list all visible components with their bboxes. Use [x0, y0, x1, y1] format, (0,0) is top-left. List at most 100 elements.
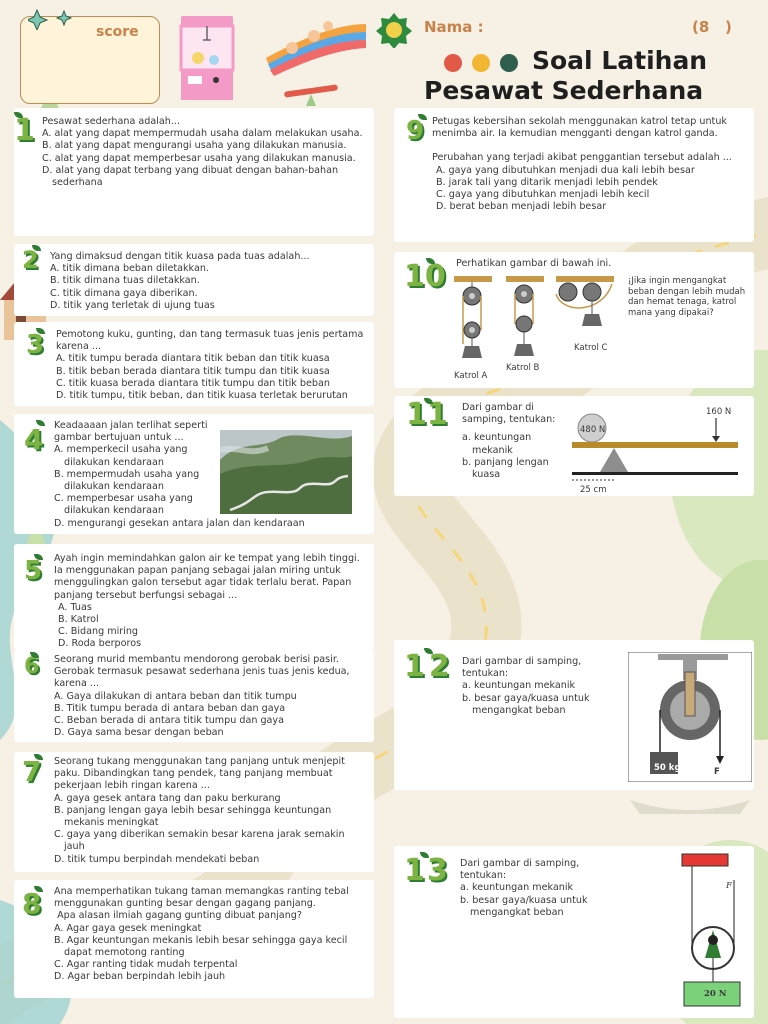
question-number-9: 9	[406, 116, 425, 146]
page-title-line1: Soal Latihan	[532, 46, 708, 75]
question-13: Dari gambar di samping, tentukan: a. keu…	[460, 858, 610, 919]
question-number-5: 5	[24, 556, 43, 586]
pulley-load-label: 50 kg	[654, 763, 681, 773]
question-card-7	[14, 752, 374, 872]
question-stem: Dari gambar di samping, tentukan:	[460, 858, 580, 882]
option-c[interactable]: C. gaya yang diberikan semakin besar kar…	[54, 829, 345, 853]
page-title-line2: Pesawat Sederhana	[424, 76, 704, 105]
option-c[interactable]: C. Bidang miring	[58, 626, 139, 638]
pulley-force-label: F	[714, 767, 720, 777]
question-stem-2: Apa alasan ilmiah gagang gunting dibuat …	[54, 910, 302, 922]
option-a[interactable]: A. gaya yang dibutuhkan menjadi dua kali…	[436, 164, 695, 176]
option-b[interactable]: b. besar gaya/kuasa untuk mengangkat beb…	[462, 692, 590, 716]
question-7: Seorang tukang menggunakan tang panjang …	[54, 756, 368, 866]
question-stem: Pesawat sederhana adalah...	[42, 116, 181, 127]
score-box	[20, 16, 160, 104]
question-stem: Keadaaaan jalan terlihat seperti gambar …	[54, 420, 208, 444]
option-d[interactable]: D. mengurangi gesekan antara jalan dan k…	[54, 517, 305, 529]
question-8: Ana memperhatikan tukang taman memangkas…	[54, 886, 368, 984]
pulley-label-a: Katrol A	[454, 371, 488, 381]
option-c[interactable]: C. titik kuasa berada diantara titik tum…	[56, 377, 330, 389]
option-b[interactable]: b. panjang lengan kuasa	[462, 456, 549, 481]
score-label: score	[96, 24, 139, 40]
question-1: Pesawat sederhana adalah... A. alat yang…	[42, 116, 368, 189]
option-b[interactable]: B. alat yang dapat mengurangi usaha yang…	[42, 140, 347, 152]
option-a[interactable]: A. Agar gaya gesek meningkat	[54, 922, 202, 934]
question-card-9	[394, 108, 754, 242]
question-11: Dari gambar di samping, tentukan: a. keu…	[462, 402, 562, 481]
leaf-icon	[420, 852, 429, 858]
option-c[interactable]: C. alat yang dapat memperbesar usaha yan…	[42, 152, 356, 164]
question-5: Ayah ingin memindahkan galon air ke temp…	[54, 553, 368, 651]
leaf-icon	[34, 886, 43, 892]
option-b[interactable]: B. Agar keuntungan mekanis lebih besar s…	[54, 934, 348, 959]
option-b[interactable]: B. Katrol	[58, 614, 99, 626]
name-input-line[interactable]	[490, 36, 686, 37]
question-card-10	[394, 252, 754, 388]
lever-effort-label: 160 N	[706, 407, 732, 417]
option-c[interactable]: C. Beban berada di antara titik tumpu da…	[54, 715, 284, 727]
option-b[interactable]: b. besar gaya/kuasa untuk mengangkat beb…	[460, 894, 588, 918]
school-logo-icon	[376, 13, 412, 48]
option-c[interactable]: C. gaya yang dibutuhkan menjadi lebih ke…	[436, 189, 650, 201]
question-stem: Petugas kebersihan sekolah menggunakan k…	[432, 116, 727, 140]
option-c[interactable]: C. Agar ranting tidak mudah terpental	[54, 959, 238, 971]
option-a[interactable]: a. keuntungan mekanik	[462, 680, 576, 692]
option-a[interactable]: A. alat yang dapat mempermudah usaha dal…	[42, 128, 363, 140]
option-a[interactable]: A. Tuas	[58, 601, 92, 613]
question-stem: Ana memperhatikan tukang taman memangkas…	[54, 886, 349, 910]
lever-load-label: 480 N	[580, 425, 606, 435]
question-stem: Seorang murid membantu mendorong gerobak…	[54, 654, 350, 690]
question-stem: Ayah ingin memindahkan galon air ke temp…	[54, 553, 360, 601]
question-number-8: 8	[22, 887, 42, 920]
option-c[interactable]: C. memperbesar usaha yang dilakukan kend…	[54, 493, 193, 517]
option-d[interactable]: D. Agar beban berpindah lebih jauh	[54, 971, 226, 983]
winding-road-photo	[220, 430, 352, 514]
pulley-label-c: Katrol C	[574, 343, 608, 353]
option-d[interactable]: D. titik yang terletak di ujung tuas	[50, 299, 215, 311]
question-number-13: 13	[404, 853, 450, 888]
option-a[interactable]: A. Gaya dilakukan di antara beban dan ti…	[54, 690, 297, 702]
option-d[interactable]: D. alat yang dapat terbang yang dibuat d…	[42, 164, 339, 189]
option-a[interactable]: A. titik dimana beban diletakkan.	[50, 263, 209, 275]
leaf-icon	[424, 398, 433, 404]
option-b[interactable]: B. panjang lengan gaya lebih besar sehin…	[54, 804, 332, 829]
leaf-icon	[426, 258, 435, 264]
question-stem: Dari gambar di samping, tentukan:	[462, 656, 582, 680]
option-a[interactable]: A. titik tumpu berada diantara titik beb…	[56, 353, 330, 365]
option-d[interactable]: D. Roda berporos	[58, 638, 142, 650]
movable-pulley-figure	[681, 853, 741, 1007]
option-b[interactable]: B. mempermudah usaha yang dilakukan kend…	[54, 468, 200, 493]
dot-yellow	[472, 54, 490, 72]
option-a[interactable]: a. keuntungan mekanik	[460, 882, 574, 894]
leaf-icon	[418, 114, 427, 120]
kids-slide-illustration	[266, 21, 366, 106]
option-a[interactable]: A. gaya gesek antara tang dan paku berku…	[54, 792, 281, 804]
option-b[interactable]: B. Titik tumpu berada di antara beban da…	[54, 702, 286, 714]
name-field-label: Nama :	[424, 18, 484, 36]
leaf-icon	[34, 754, 43, 760]
question-4: Keadaaaan jalan terlihat seperti gambar …	[54, 420, 305, 530]
question-stem: Seorang tukang menggunakan tang panjang …	[54, 756, 345, 792]
dot-green	[500, 54, 518, 72]
option-a[interactable]: A. memperkecil usaha yang dilakukan kend…	[54, 444, 188, 468]
dot-red	[444, 54, 462, 72]
leaf-icon	[32, 245, 41, 251]
sparkle-icon	[28, 8, 73, 30]
question-number-7: 7	[22, 755, 42, 788]
option-b[interactable]: B. jarak tali yang ditarik menjadi lebih…	[436, 176, 658, 188]
question-9: Petugas kebersihan sekolah menggunakan k…	[432, 116, 748, 213]
option-b[interactable]: B. titik dimana tuas diletakkan.	[50, 275, 200, 287]
question-6: Seorang murid membantu mendorong gerobak…	[54, 654, 368, 739]
question-3: Pemotong kuku, gunting, dan tang termasu…	[56, 329, 368, 402]
option-d[interactable]: D. berat beban menjadi lebih besar	[436, 201, 607, 213]
option-b[interactable]: B. titik beban berada diantara titik tum…	[56, 365, 330, 377]
option-d[interactable]: D. Gaya sama besar dengan beban	[54, 727, 224, 739]
leaf-icon	[36, 328, 45, 334]
pulley-label-b: Katrol B	[506, 363, 540, 373]
question-number-6: 6	[24, 654, 40, 679]
option-d[interactable]: D. titik tumpu, titik beban, dan titik k…	[56, 390, 348, 402]
option-c[interactable]: C. titik dimana gaya diberikan.	[50, 287, 198, 299]
option-d[interactable]: D. titik tumpu berpindah mendekati beban	[54, 853, 260, 865]
option-a[interactable]: a. keuntungan mekanik	[462, 432, 532, 456]
